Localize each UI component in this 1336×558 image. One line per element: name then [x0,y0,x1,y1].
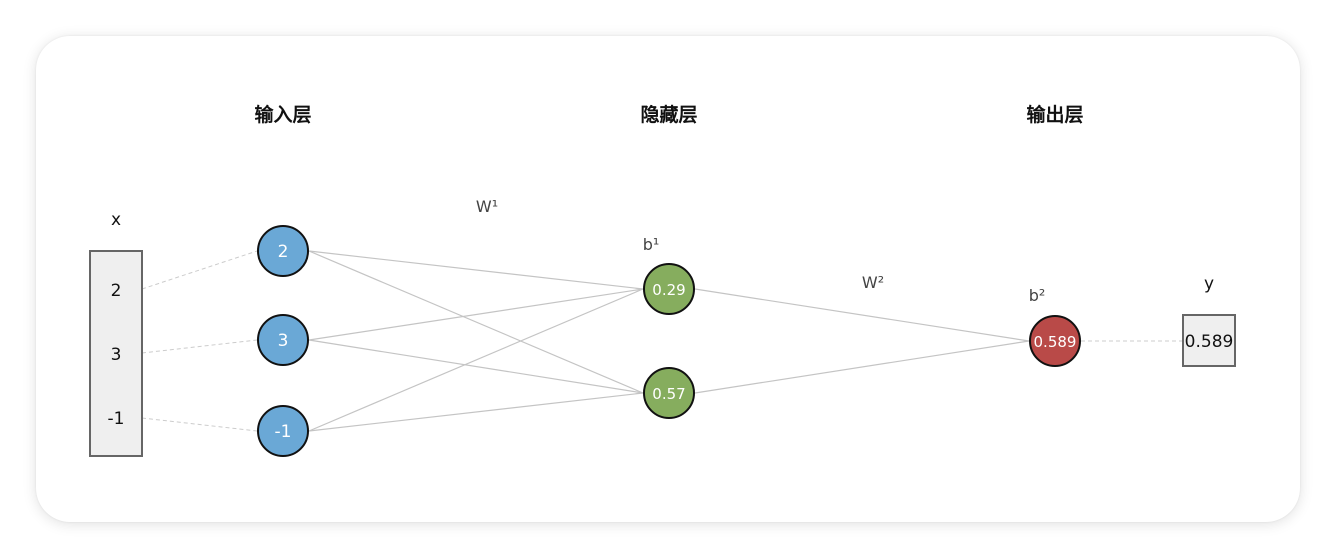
edge [694,340,1030,394]
input-node: 3 [257,314,309,366]
output-value-box [1182,314,1236,367]
hidden-node-value: 0.57 [652,385,685,403]
y-label: y [1204,274,1214,294]
input-node: 2 [257,225,309,277]
output-value: 0.589 [1185,332,1234,352]
dashed-connector [141,250,258,290]
hidden-node: 0.29 [643,263,695,315]
w1-edges [308,250,644,432]
edge [308,250,644,290]
output-node: 0.589 [1029,315,1081,367]
hidden-node: 0.57 [643,367,695,419]
input-vector-value: 2 [111,281,122,301]
input-layer-title: 输入层 [254,103,311,126]
edge [308,288,644,341]
input-node-value: -1 [275,422,292,442]
hidden-node-value: 0.29 [652,281,685,299]
input-vector-value: 3 [111,345,122,365]
x-label: x [111,210,121,230]
b2-label: b² [1029,286,1046,305]
w2-label: W² [862,273,884,292]
b1-label: b¹ [643,235,660,254]
edge [308,250,644,394]
output-node-value: 0.589 [1034,333,1077,351]
edge [308,339,644,394]
edge [308,288,644,432]
hidden-layer-title: 隐藏层 [640,103,697,126]
dashed-connector [141,339,258,354]
w1-label: W¹ [476,197,498,216]
edge [694,288,1030,342]
w2-edges [694,288,1030,394]
input-node-value: 2 [278,242,289,262]
input-node-value: 3 [278,331,289,351]
input-node: -1 [257,405,309,457]
input-vector-value: -1 [108,409,125,429]
edge [308,392,644,432]
dashed-connector [141,417,258,432]
output-layer-title: 输出层 [1026,103,1083,126]
input-vector-box [89,250,143,457]
